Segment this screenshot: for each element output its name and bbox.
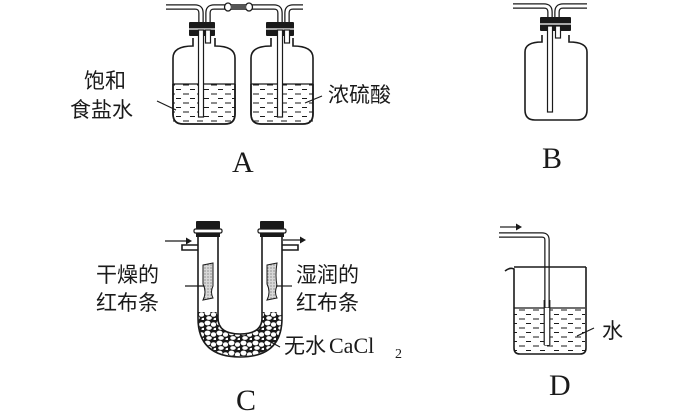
wet-red-cloth-strip <box>266 262 278 301</box>
label-dry: 干燥的 <box>96 263 159 287</box>
gas-bottle <box>524 17 588 121</box>
beaker <box>504 266 587 355</box>
label-cacl-subscript: 2 <box>395 347 402 362</box>
panel-letter-d: D <box>549 369 571 402</box>
label-red-cloth-right: 红布条 <box>296 291 359 315</box>
label-cacl-formula: CaCl <box>329 333 374 358</box>
leader-line-cacl2 <box>264 338 281 348</box>
left-wash-bottle <box>172 22 236 125</box>
label-red-cloth-left: 红布条 <box>96 291 159 315</box>
panel-d: 水 D <box>499 223 623 402</box>
label-wet: 湿润的 <box>296 263 359 287</box>
leader-line-brine <box>156 100 177 111</box>
rubber-joint <box>223 2 254 12</box>
panel-letter-b: B <box>542 142 562 175</box>
dry-red-cloth-strip <box>202 262 214 301</box>
u-tube <box>181 221 299 358</box>
label-water: 水 <box>602 319 623 343</box>
panel-c: 干燥的 红布条 湿润的 红布条 无水 CaCl 2 C <box>96 221 402 417</box>
label-anhydrous: 无水 <box>284 334 326 358</box>
leader-line-water <box>576 327 595 337</box>
outlet-arrow-icon <box>283 236 306 244</box>
panel-letter-a: A <box>232 146 254 179</box>
panel-letter-c: C <box>236 384 256 417</box>
label-saturated: 饱和 <box>84 69 126 93</box>
label-conc-sulfuric-acid: 浓硫酸 <box>328 83 391 107</box>
right-wash-bottle <box>250 22 314 125</box>
inlet-arrow-icon <box>165 237 192 245</box>
panel-a: 饱和 食盐水 浓硫酸 A <box>70 2 391 179</box>
inlet-arrow-icon <box>500 223 522 231</box>
label-brine: 食盐水 <box>70 98 133 122</box>
leader-line-acid <box>304 95 323 104</box>
connecting-tubes <box>166 2 303 28</box>
panel-b: B <box>513 3 588 175</box>
